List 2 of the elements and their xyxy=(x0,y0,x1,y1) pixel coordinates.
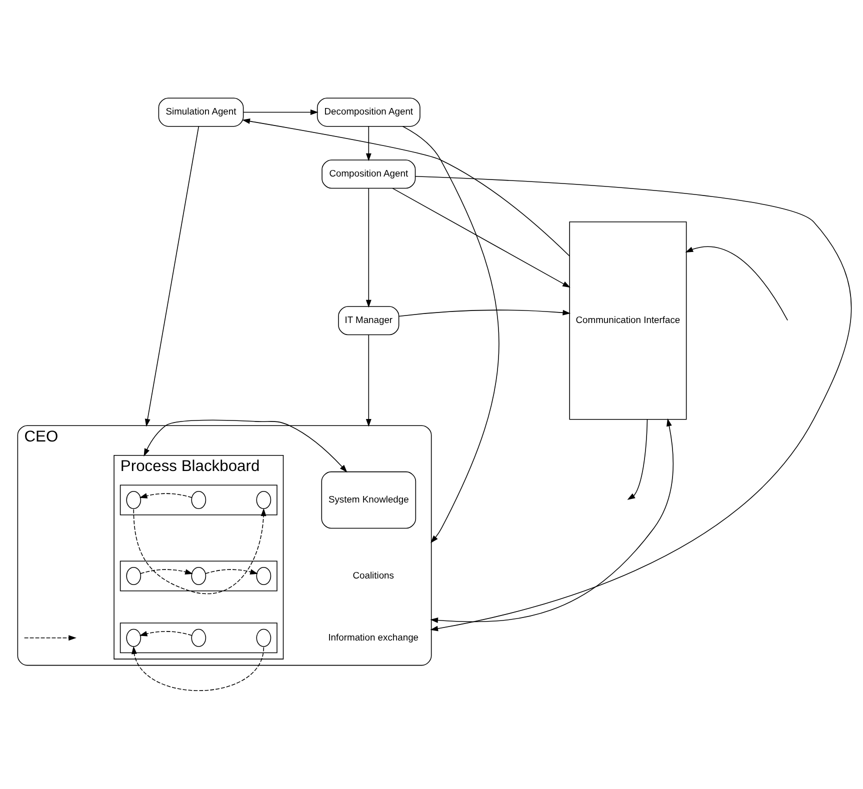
legend-label: Coalitions xyxy=(352,569,394,580)
legend-label: Information exchange xyxy=(328,631,419,642)
